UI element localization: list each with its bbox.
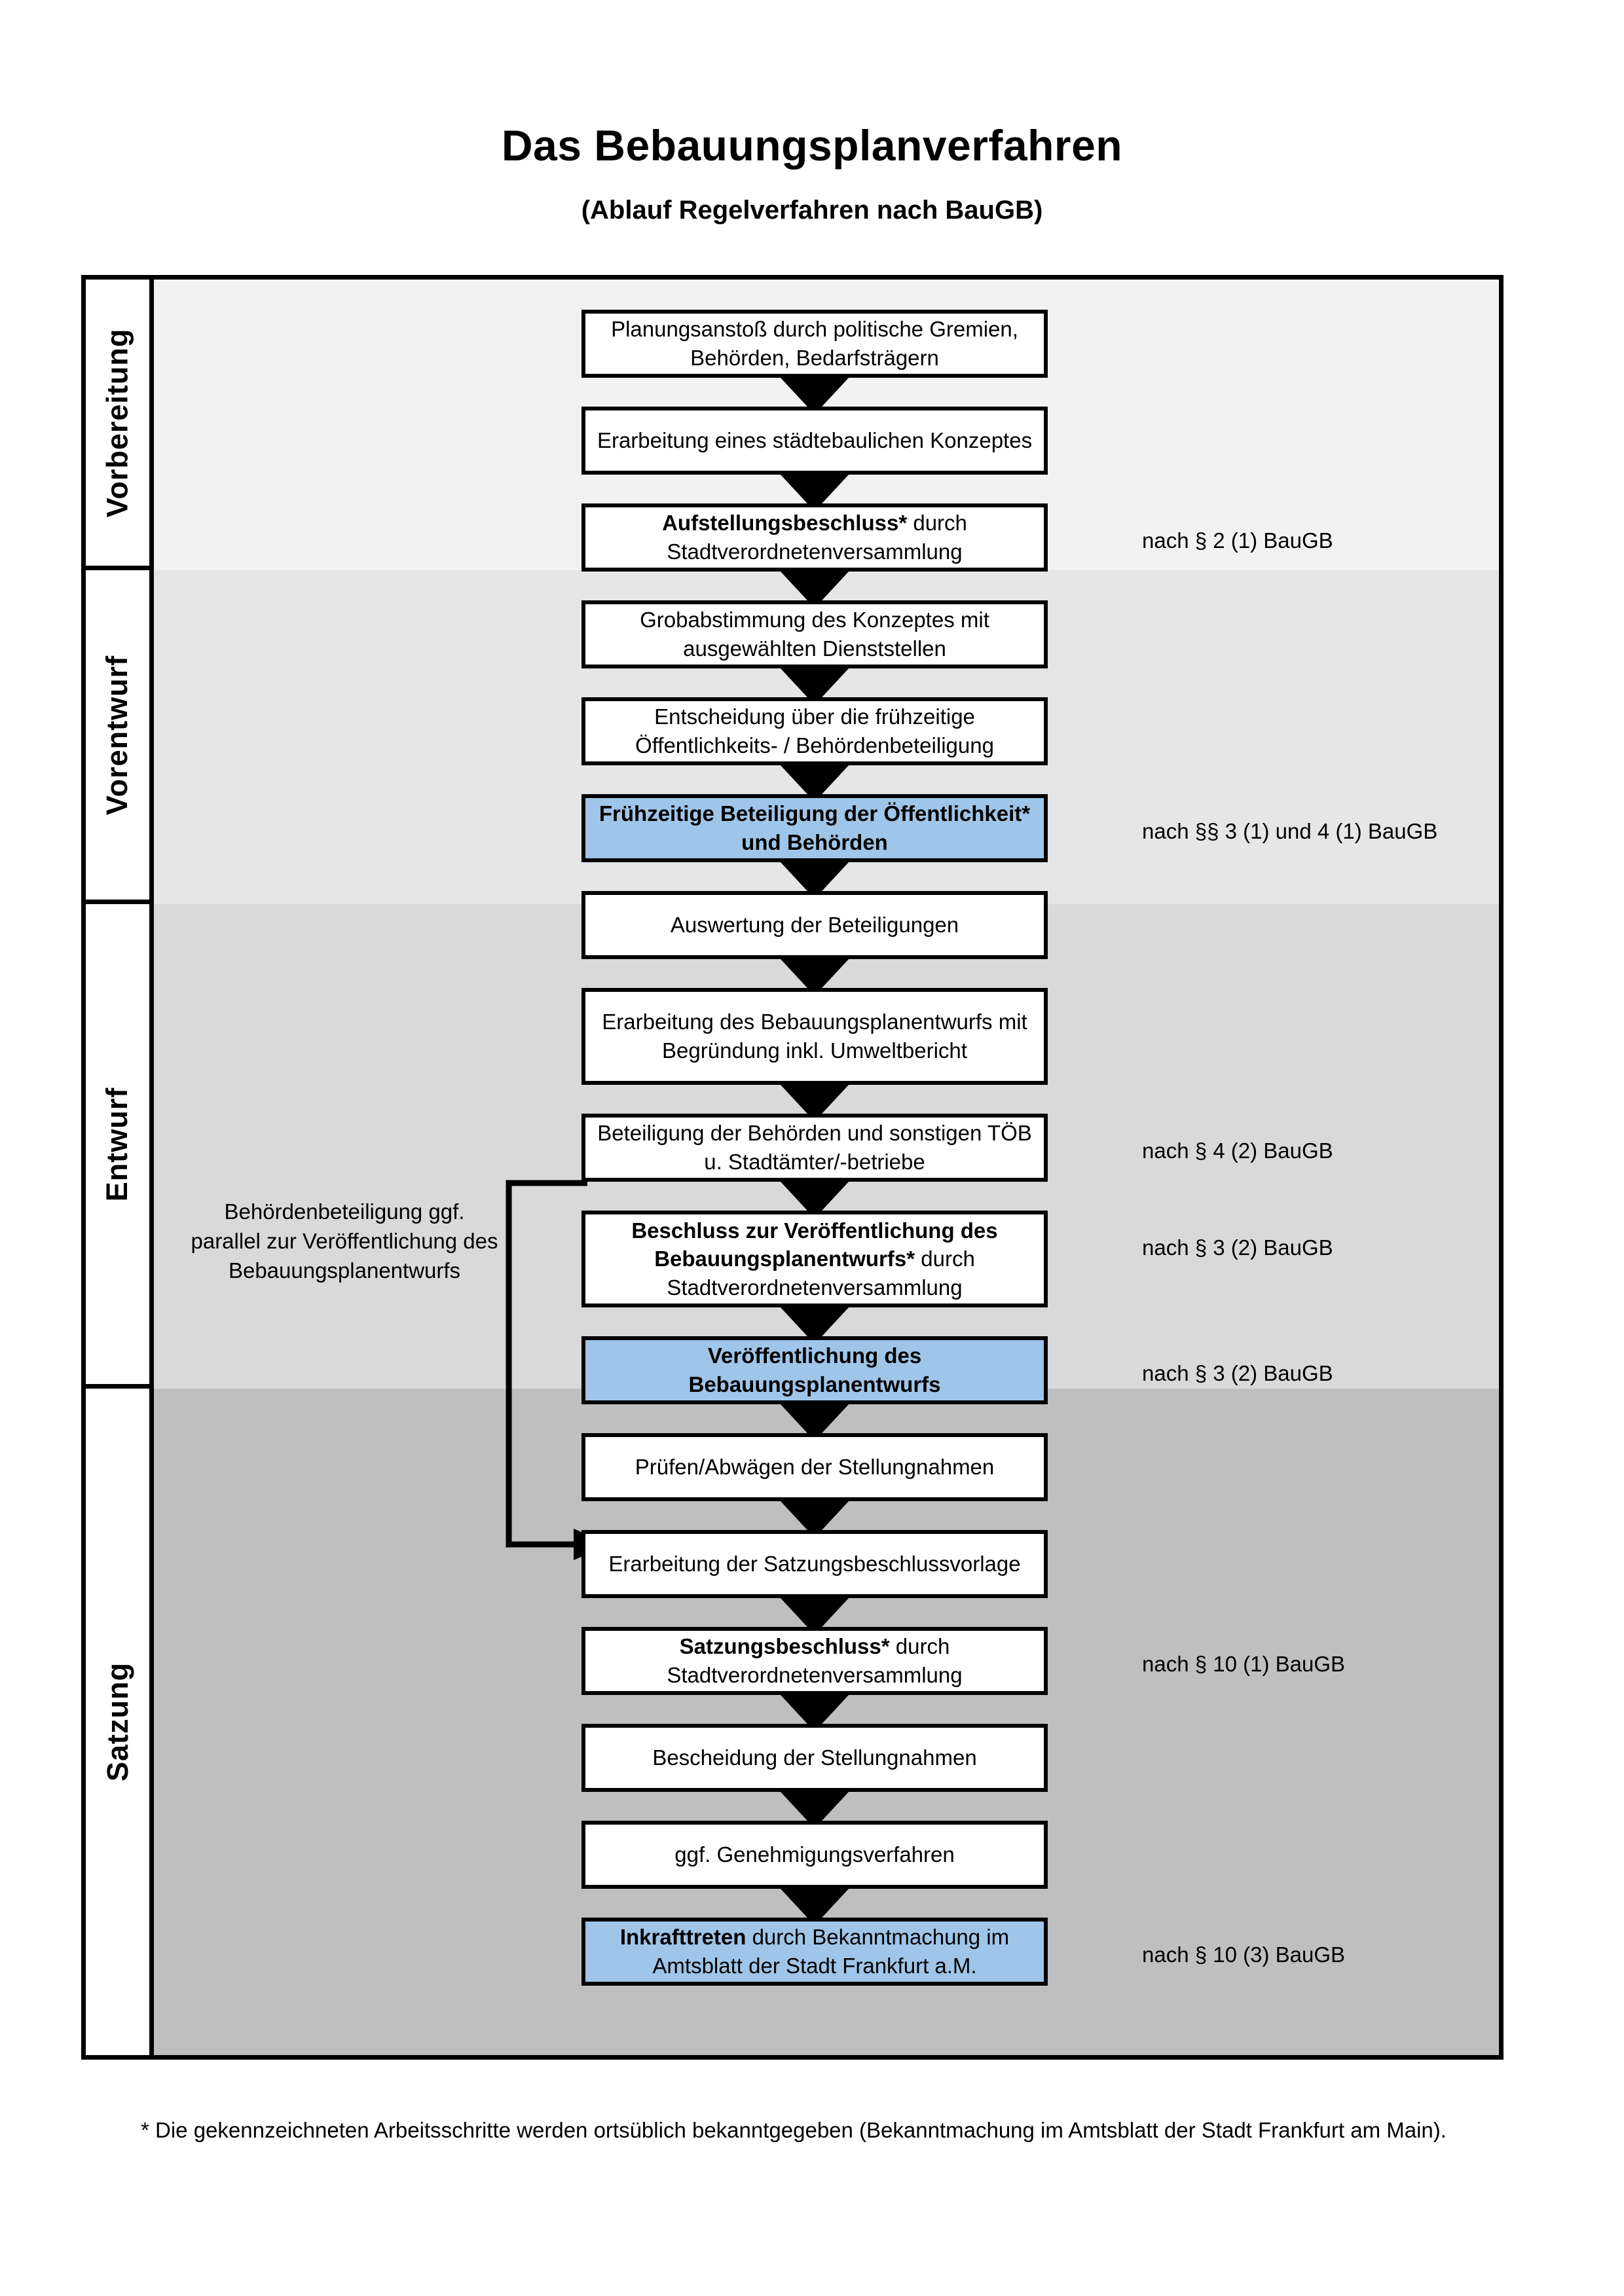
step-text: Erarbeitung eines städtebaulichen Konzep…	[597, 428, 1033, 453]
step-text: Bescheidung der Stellungnahmen	[652, 1745, 977, 1770]
step-text: Planungsanstoß durch politische Gremien,…	[611, 317, 1018, 370]
side-note-behoerdenbeteiligung: Behördenbeteiligung ggf. parallel zur Ve…	[191, 1199, 498, 1283]
process-step-s4[interactable]: Grobabstimmung des Konzeptes mit ausgewä…	[581, 600, 1048, 668]
process-step-s5[interactable]: Entscheidung über die frühzeitige Öffent…	[581, 697, 1048, 765]
phase-label-satzung: Satzung	[86, 1389, 154, 2055]
process-step-s15[interactable]: Bescheidung der Stellungnahmen	[581, 1724, 1048, 1792]
step-text: Grobabstimmung des Konzeptes mit ausgewä…	[640, 608, 989, 661]
law-reference-n6: nach § 10 (1) BauGB	[1142, 1652, 1346, 1676]
page-subtitle: (Ablauf Regelverfahren nach BauGB)	[581, 195, 1043, 225]
step-text: Prüfen/Abwägen der Stellungnahmen	[635, 1455, 995, 1480]
law-reference-n3: nach § 4 (2) BauGB	[1142, 1139, 1333, 1163]
page-title: Das Bebauungsplanverfahren	[501, 121, 1123, 170]
process-step-s6[interactable]: Frühzeitige Beteiligung der Öffentlichke…	[581, 794, 1048, 862]
process-step-s10[interactable]: Beschluss zur Veröffentlichung des Bebau…	[581, 1211, 1048, 1307]
phase-label-text: Vorbereitung	[100, 328, 134, 517]
process-step-s16[interactable]: ggf. Genehmigungsverfahren	[581, 1821, 1048, 1889]
law-reference-n7: nach § 10 (3) BauGB	[1142, 1942, 1346, 1967]
phase-label-text: Satzung	[100, 1662, 134, 1781]
document-header: Das Bebauungsplanverfahren (Ablauf Regel…	[0, 0, 1624, 225]
process-step-s7[interactable]: Auswertung der Beteiligungen	[581, 891, 1048, 959]
step-text: Aufstellungsbeschluss* durch Stadtverord…	[662, 511, 967, 564]
phase-label-vorbereitung: Vorbereitung	[86, 280, 154, 570]
footnote: * Die gekennzeichneten Arbeitsschritte w…	[141, 2118, 1447, 2142]
process-step-s3[interactable]: Aufstellungsbeschluss* durch Stadtverord…	[581, 503, 1048, 572]
process-step-s1[interactable]: Planungsanstoß durch politische Gremien,…	[581, 310, 1048, 378]
law-reference-n1: nach § 2 (1) BauGB	[1142, 528, 1333, 553]
law-reference-n5: nach § 3 (2) BauGB	[1142, 1361, 1333, 1385]
step-text: Veröffentlichung des Bebauungsplanentwur…	[688, 1343, 941, 1396]
flowchart-frame: Vorbereitung Vorentwurf Entwurf Satzung …	[81, 275, 1504, 2060]
process-step-s14[interactable]: Satzungsbeschluss* durch Stadtverordnete…	[581, 1627, 1048, 1695]
process-step-s8[interactable]: Erarbeitung des Bebauungsplanentwurfs mi…	[581, 988, 1048, 1085]
step-text: Frühzeitige Beteiligung der Öffentlichke…	[599, 801, 1031, 854]
process-step-s11[interactable]: Veröffentlichung des Bebauungsplanentwur…	[581, 1336, 1048, 1404]
phase-label-vorentwurf: Vorentwurf	[86, 570, 154, 904]
phase-label-entwurf: Entwurf	[86, 904, 154, 1389]
step-text: Satzungsbeschluss* durch Stadtverordnete…	[667, 1634, 963, 1687]
step-text: ggf. Genehmigungsverfahren	[674, 1842, 955, 1867]
step-text: Beteiligung der Behörden und sonstigen T…	[597, 1121, 1032, 1174]
phase-label-text: Entwurf	[100, 1087, 134, 1201]
step-text: Beschluss zur Veröffentlichung des Bebau…	[631, 1218, 998, 1300]
step-text: Erarbeitung des Bebauungsplanentwurfs mi…	[602, 1010, 1027, 1063]
process-step-s9[interactable]: Beteiligung der Behörden und sonstigen T…	[581, 1114, 1048, 1182]
law-reference-n4: nach § 3 (2) BauGB	[1142, 1235, 1333, 1260]
phase-label-text: Vorentwurf	[100, 655, 134, 815]
process-step-s13[interactable]: Erarbeitung der Satzungsbeschlussvorlage	[581, 1530, 1048, 1598]
step-text: Erarbeitung der Satzungsbeschlussvorlage	[608, 1552, 1021, 1576]
step-text: Auswertung der Beteiligungen	[670, 913, 959, 938]
step-text: Entscheidung über die frühzeitige Öffent…	[635, 704, 994, 757]
process-step-s12[interactable]: Prüfen/Abwägen der Stellungnahmen	[581, 1433, 1048, 1501]
law-reference-n2: nach §§ 3 (1) und 4 (1) BauGB	[1142, 819, 1438, 843]
process-step-s17[interactable]: Inkrafttreten durch Bekanntmachung im Am…	[581, 1918, 1048, 1986]
process-step-s2[interactable]: Erarbeitung eines städtebaulichen Konzep…	[581, 407, 1048, 475]
step-text: Inkrafttreten durch Bekanntmachung im Am…	[619, 1925, 1010, 1978]
